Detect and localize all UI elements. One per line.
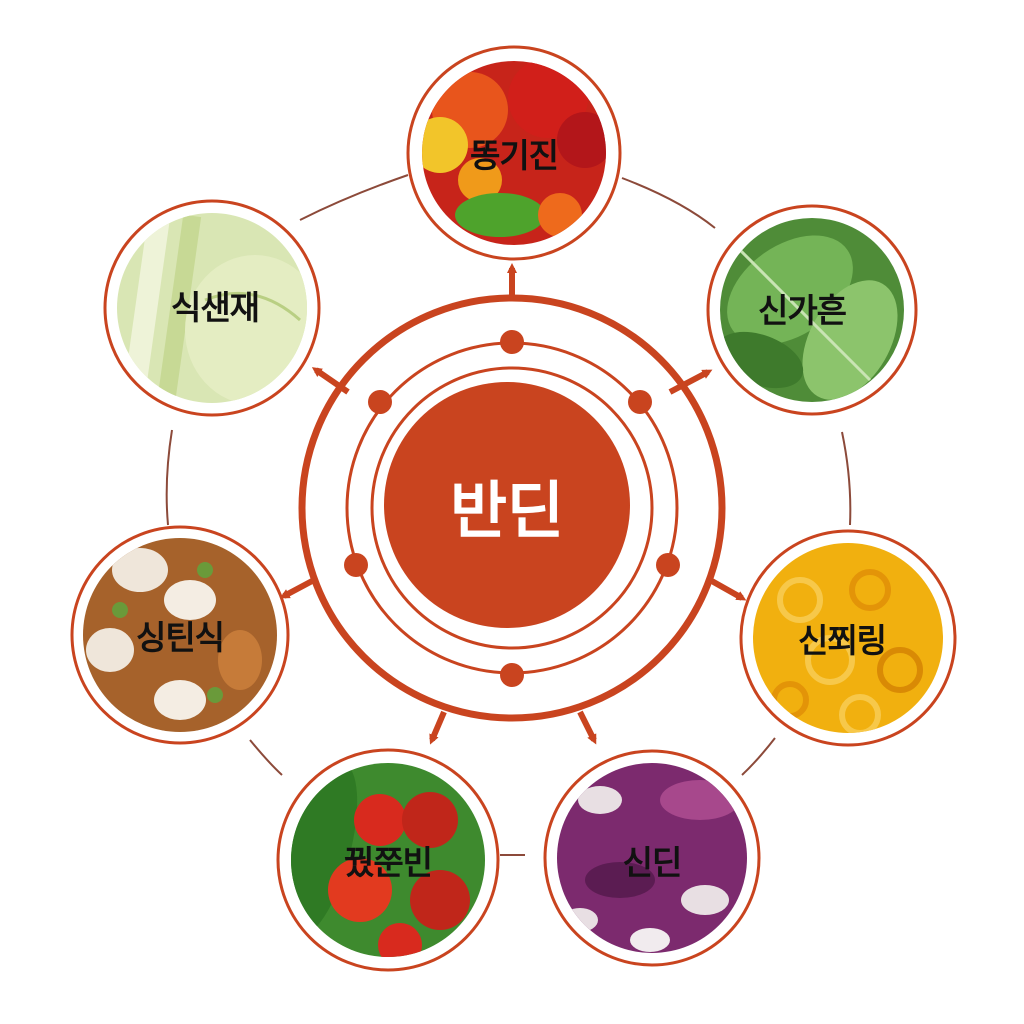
node-left — [70, 525, 290, 745]
node-lower-right-photo — [557, 763, 747, 953]
node-lower-right — [543, 749, 761, 967]
hub-arrows — [279, 263, 747, 745]
center-disc — [384, 382, 630, 628]
node-upper-left — [103, 199, 321, 417]
hub-dot-left — [344, 553, 368, 577]
node-upper-right-photo — [720, 218, 904, 402]
node-left-photo — [83, 538, 277, 732]
outer-connector-ring — [165, 174, 852, 856]
hub-dot-top — [500, 330, 524, 354]
arrow-left — [279, 577, 316, 599]
node-top-label: 똥기진 — [469, 136, 559, 175]
arrow-lower-left — [429, 710, 447, 745]
node-upper-right-label: 신가흔 — [757, 291, 847, 330]
node-upper-right — [706, 204, 918, 416]
node-lower-left — [276, 748, 500, 972]
node-top-photo — [422, 61, 606, 245]
node-top — [406, 45, 622, 261]
arrow-upper-right — [668, 369, 713, 395]
arrow-right — [708, 577, 747, 601]
node-left-label: 싱틴식 — [135, 618, 225, 657]
node-upper-left-label: 식샌재 — [170, 288, 260, 327]
arrow-upper-left — [311, 367, 350, 395]
hub-dots — [344, 330, 680, 687]
node-lower-left-label: 꿨쭌빈 — [343, 843, 433, 882]
node-lower-left-photo — [291, 763, 485, 957]
node-right — [739, 529, 957, 747]
center-label: 반딘 — [449, 474, 565, 547]
node-right-label: 신쬐링 — [797, 621, 887, 660]
hub-dot-bottom — [500, 663, 524, 687]
node-lower-right-label: 신딘 — [622, 843, 683, 882]
arrow-lower-right — [577, 710, 597, 745]
hub-dot-upper-left — [368, 390, 392, 414]
hub-dot-right — [656, 553, 680, 577]
node-right-photo — [753, 543, 943, 733]
hub-dot-upper-right — [628, 390, 652, 414]
